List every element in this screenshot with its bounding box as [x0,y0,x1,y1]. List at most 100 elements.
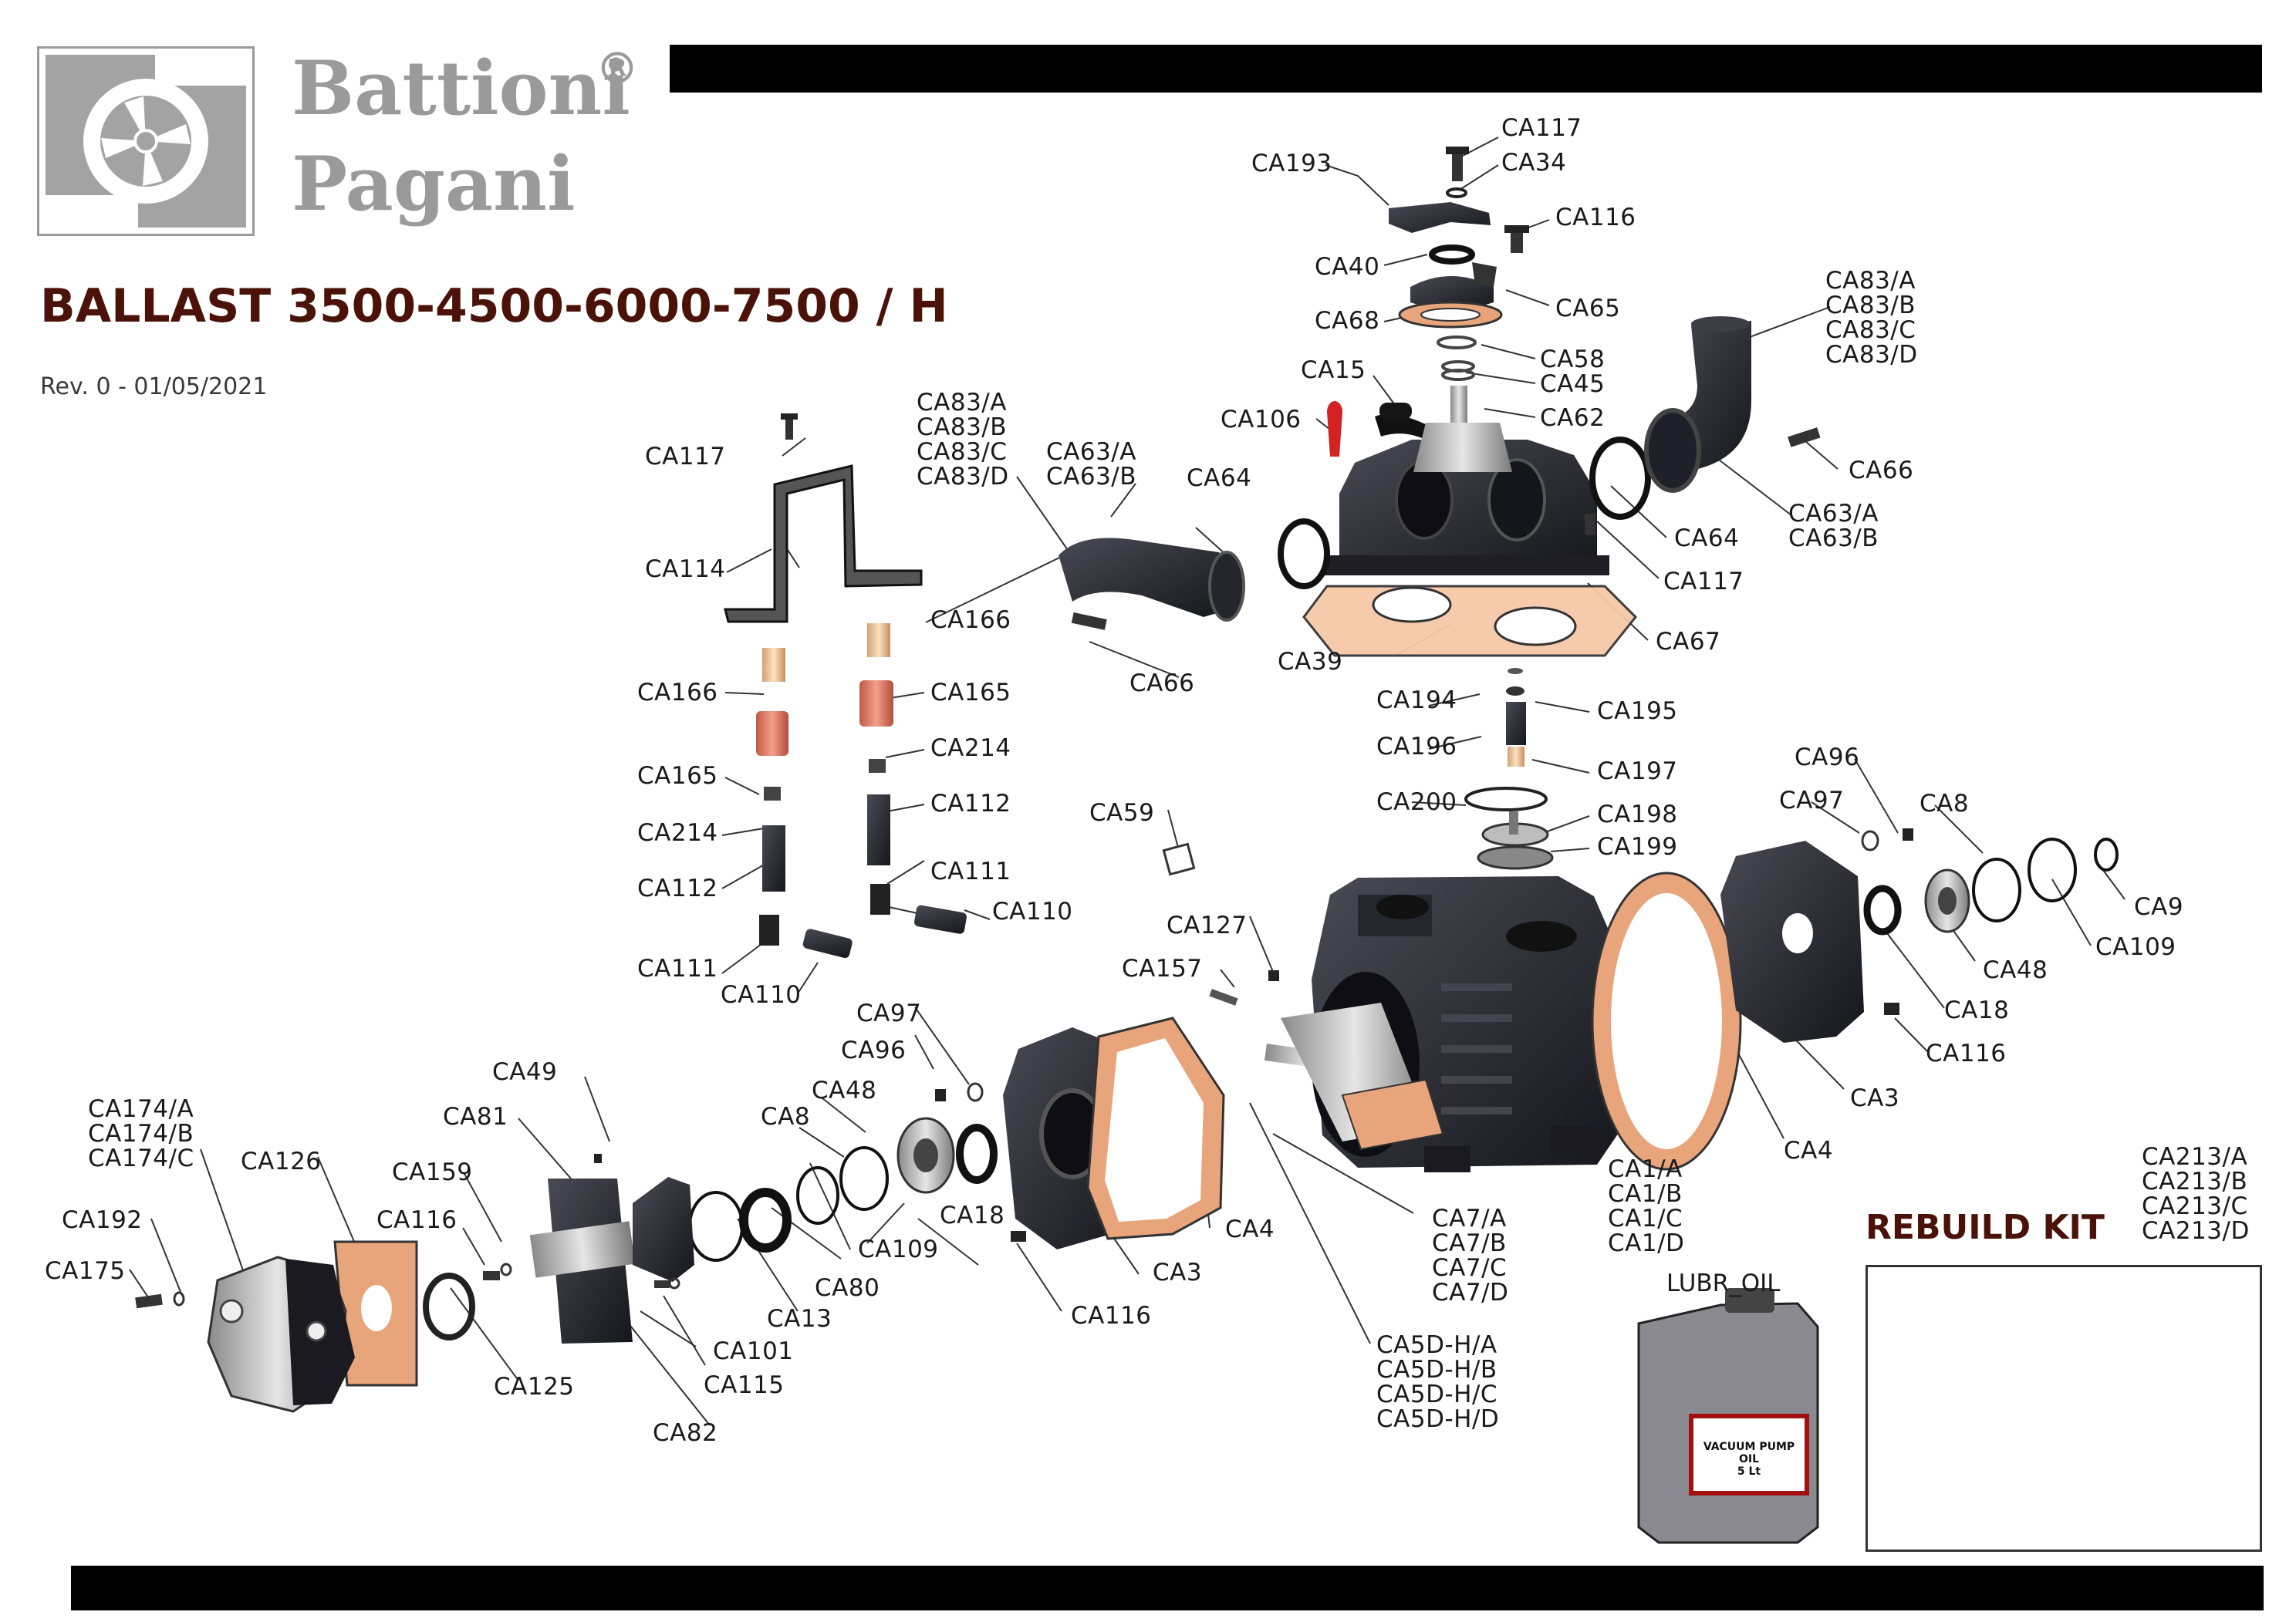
part-code: CA15 [1301,356,1366,384]
part-code: CA83/D [917,463,1009,491]
left-end-assembly [896,1017,1225,1249]
part-code: CA49 [492,1058,558,1086]
part-code: CA197 [1597,757,1678,785]
revision-date: Rev. 0 - 01/05/2021 [40,373,268,400]
label-ca49: CA49 [492,1060,557,1084]
label-ca18-left: CA18 [940,1203,1004,1228]
brand-logo [37,46,255,236]
rotor-assembly [1264,1003,1444,1151]
label-ca3-left: CA3 [1153,1260,1202,1285]
part-code: CA174/C [88,1145,194,1172]
part-code: CA67 [1656,628,1721,656]
label-ca125: CA125 [494,1374,575,1399]
label-ca109-right: CA109 [2095,935,2176,959]
label-ca67: CA67 [1656,629,1720,654]
flange [529,1154,694,1344]
header-bar [670,45,2262,93]
label-ca198: CA198 [1597,802,1678,827]
part-code: CA1/A [1608,1155,1683,1183]
label-ca165-left: CA165 [637,764,718,788]
label-ca157: CA157 [1122,956,1203,981]
part-code: CA199 [1597,833,1678,861]
part-code: CA111 [930,858,1011,885]
label-ca109-left: CA109 [858,1237,939,1262]
rebuild-kit-frame [1866,1265,2262,1552]
label-ca159: CA159 [392,1160,473,1185]
label-ca112-left: CA112 [637,876,718,901]
part-code: CA62 [1540,404,1606,432]
registered-mark: ® [596,43,639,94]
label-ca111-left: CA111 [637,956,718,981]
label-ca9: CA9 [2134,895,2183,919]
part-code: CA1/B [1608,1180,1683,1208]
part-code: CA39 [1278,648,1343,676]
label-ca106: CA106 [1221,407,1302,432]
label-ca18-right: CA18 [1944,998,2009,1023]
part-code: CA18 [1944,996,2010,1024]
rebuild-kit-title: REBUILD KIT [1866,1208,2105,1247]
label-ca112-right: CA112 [930,791,1011,816]
label-ca48-left: CA48 [812,1078,876,1103]
part-code: CA83/A [1825,267,1916,295]
part-code: CA109 [858,1236,939,1263]
part-code: CA45 [1540,370,1606,398]
label-ca116-right: CA116 [1926,1041,2007,1066]
label-ca117-right: CA117 [1663,569,1744,594]
label-ca117-left: CA117 [645,444,726,469]
label-ca116-top: CA116 [1555,205,1636,230]
label-ca197: CA197 [1597,759,1678,784]
handle-assembly [1327,147,1529,457]
part-code: CA58 [1540,346,1606,373]
label-ca199: CA199 [1597,835,1678,859]
label-ca214-left: CA214 [637,821,718,845]
label-ca192: CA192 [62,1208,143,1233]
part-code: CA96 [1795,744,1860,771]
part-code: CA157 [1122,955,1203,983]
part-code: CA7/A [1432,1205,1507,1233]
part-code: CA83/C [917,438,1008,466]
part-code: CA18 [940,1202,1005,1229]
label-ca68: CA68 [1315,309,1379,333]
label-ca166-left: CA166 [637,680,718,705]
label-ca115: CA115 [704,1373,785,1398]
part-code: CA8 [1920,790,1970,818]
label-ca96-right: CA96 [1795,745,1859,770]
part-code: CA5D-H/A [1376,1331,1497,1359]
label-ca116-mid: CA116 [1071,1303,1152,1328]
label-ca97-left: CA97 [856,1001,921,1026]
part-code: CA109 [2095,933,2176,961]
part-code: CA175 [45,1257,126,1285]
label-ca8-right: CA8 [1920,791,1969,816]
part-code: CA116 [376,1206,458,1234]
label-ca165-right: CA165 [930,680,1011,705]
label-ca13: CA13 [767,1307,832,1331]
part-code: CA116 [1926,1040,2007,1067]
label-ca15: CA15 [1301,358,1366,383]
part-code: CA7/D [1432,1279,1509,1307]
part-code: CA65 [1555,295,1621,322]
part-code: CA13 [767,1305,832,1333]
label-ca175: CA175 [45,1259,126,1283]
footer-bar [71,1566,2264,1610]
label-ca126: CA126 [241,1149,322,1174]
part-code: CA4 [1784,1137,1834,1165]
label-ca127: CA127 [1167,913,1248,938]
part-code: CA115 [704,1371,785,1399]
part-code: CA48 [1983,956,2048,984]
label-ca48-right: CA48 [1983,958,2048,983]
part-code: CA165 [930,679,1011,706]
label-ca39: CA39 [1278,649,1342,674]
part-code: CA112 [637,875,718,902]
part-code: CA63/A [1788,500,1879,528]
label-ca58: CA58 [1540,347,1605,372]
part-code: CA63/B [1788,524,1879,552]
part-code: CA80 [815,1274,880,1302]
part-code: CA7/C [1432,1254,1508,1282]
part-code: CA117 [1663,568,1744,595]
elbow-left [1059,518,1330,630]
